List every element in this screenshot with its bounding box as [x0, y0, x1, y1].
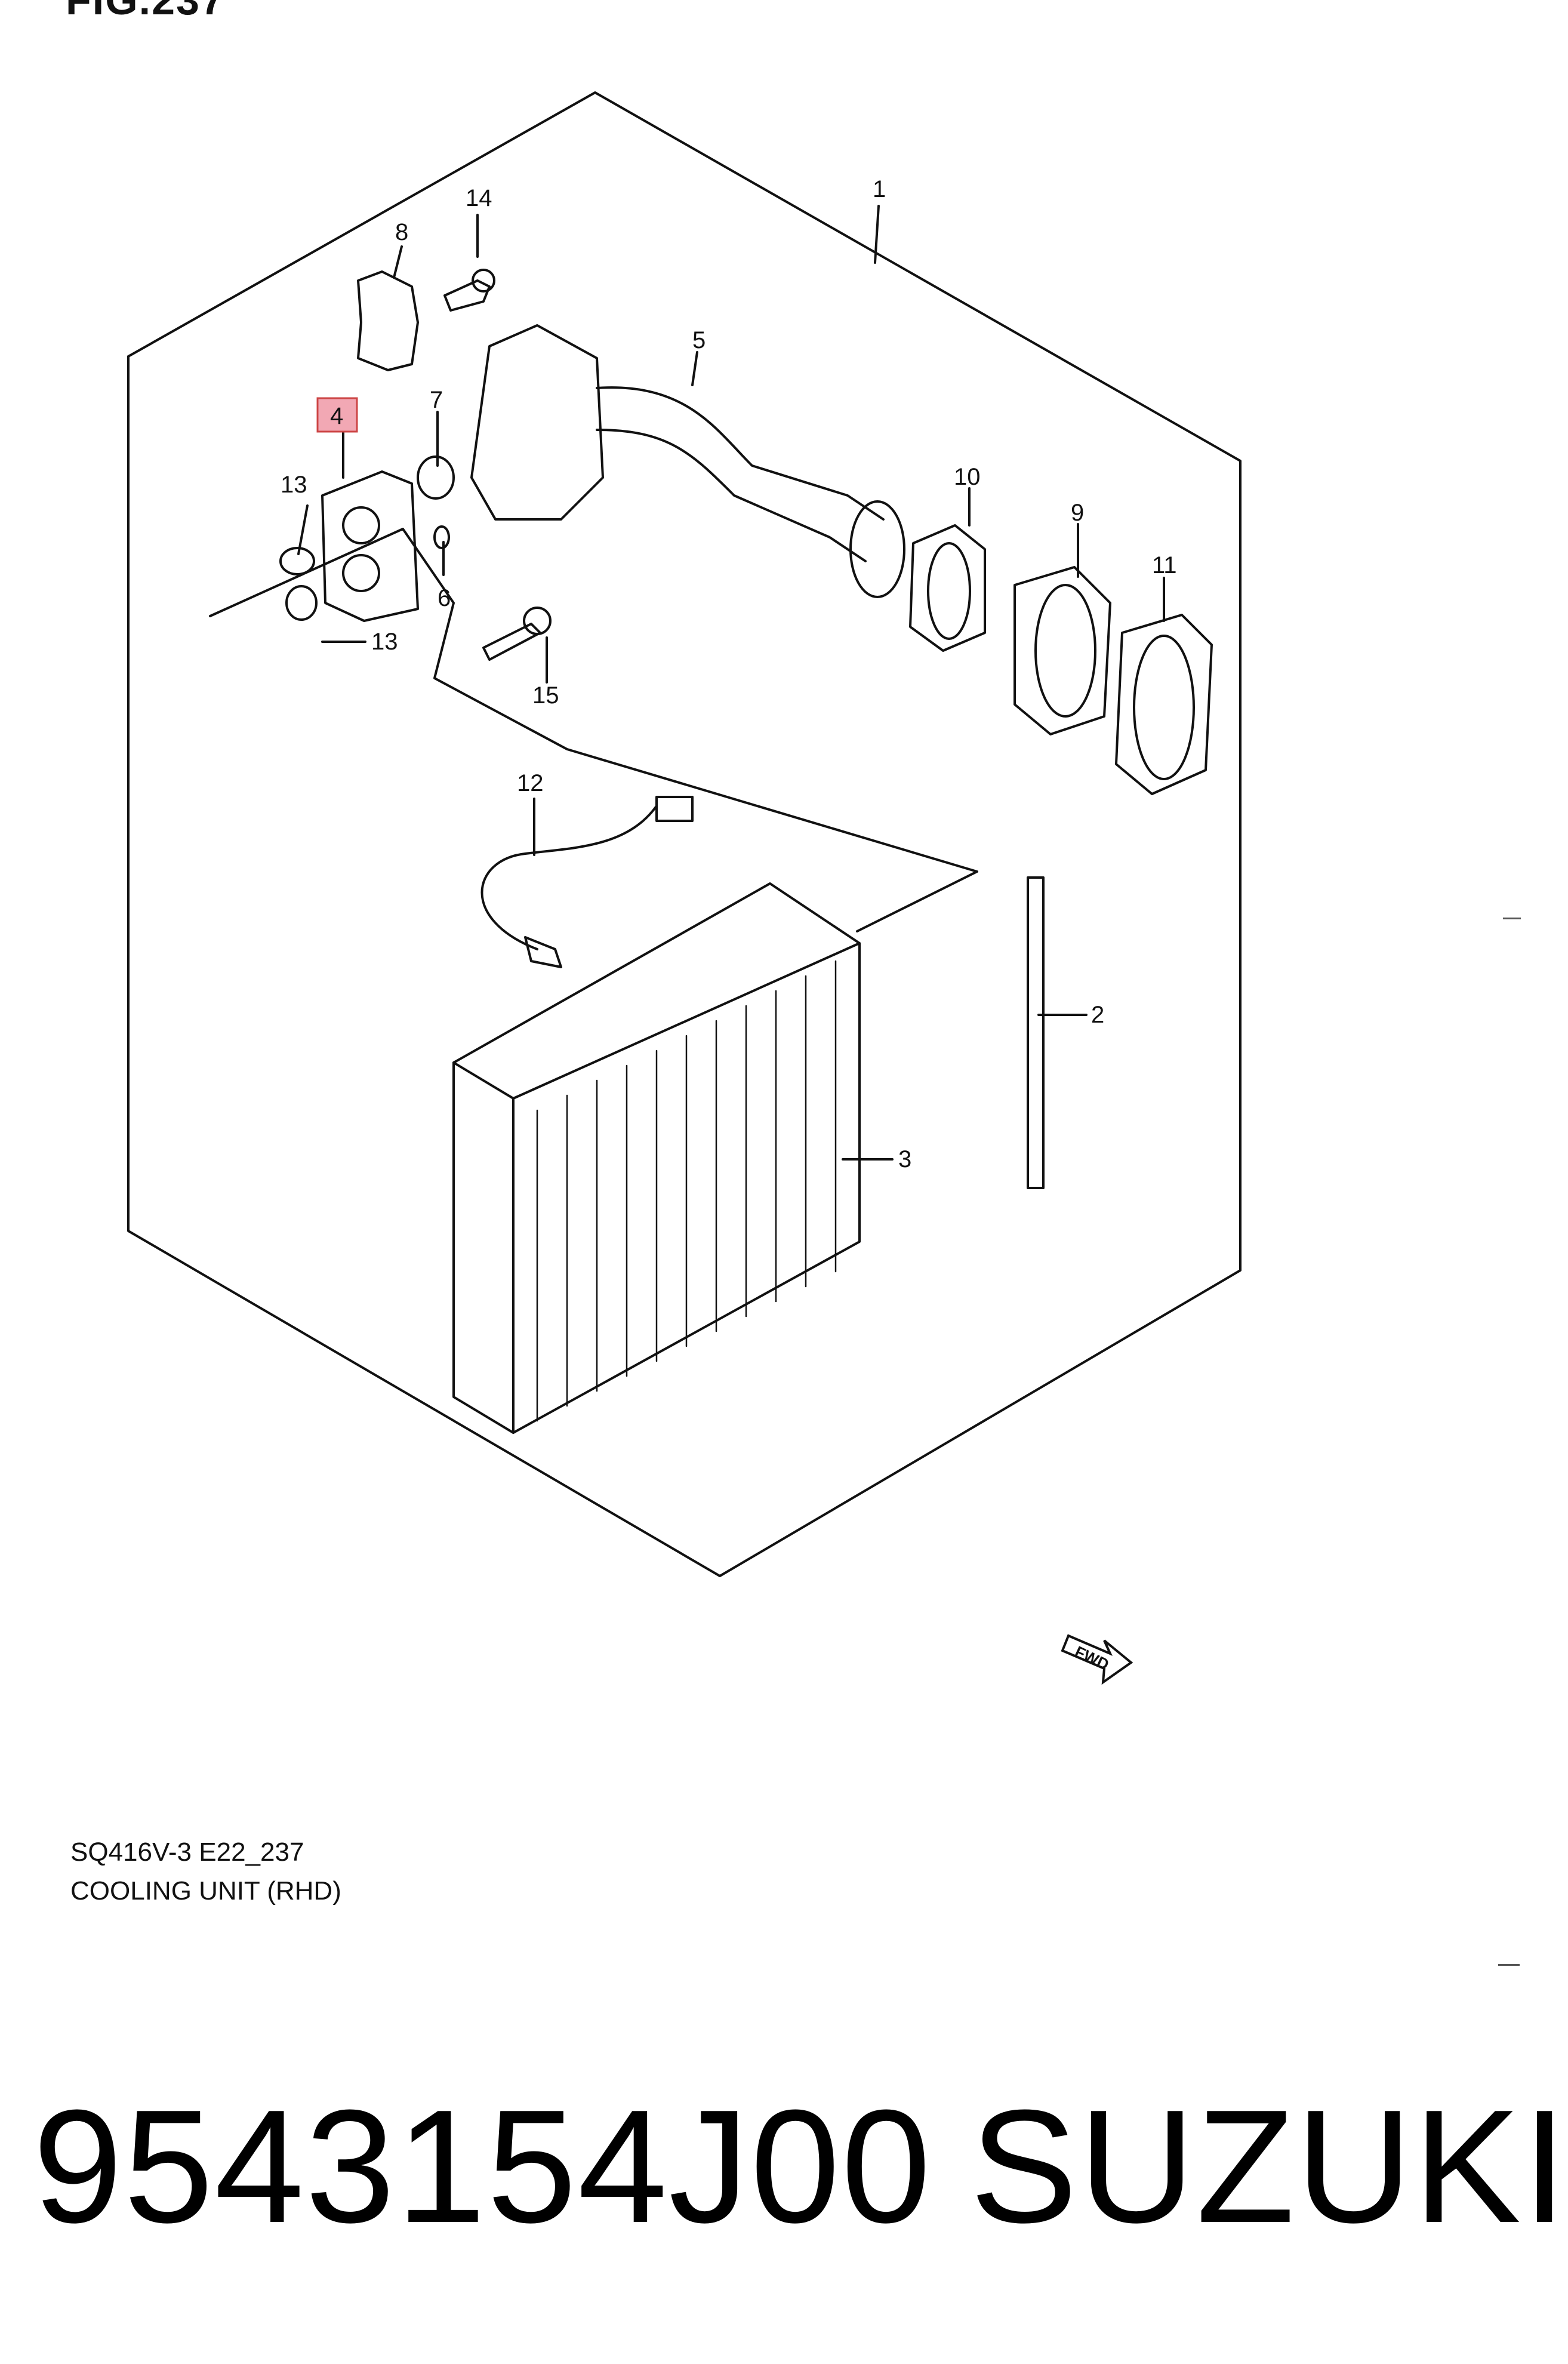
figure-header: FIG.237 [66, 0, 225, 23]
part-4-expansion-valve [321, 470, 419, 622]
diagram-title: COOLING UNIT (RHD) [70, 1876, 341, 1906]
callout-4: 4 [330, 403, 343, 429]
callout-15: 15 [532, 682, 559, 709]
callout-8: 8 [395, 219, 408, 245]
callout-11: 11 [1152, 552, 1177, 578]
callout-7: 7 [430, 387, 443, 413]
product-label-area [0, 1964, 1522, 2364]
diagram-sheet: FIG.237 [66, 0, 1521, 1906]
part-8-clamp [357, 270, 419, 371]
part-13-o-ring-upper [279, 547, 315, 575]
callout-1: 1 [873, 176, 886, 202]
part-5-pipe-block [470, 324, 604, 521]
callout-9: 9 [1071, 500, 1084, 526]
part-7-o-ring [417, 455, 455, 500]
callout-10: 10 [954, 464, 981, 490]
diagram-model-code: SQ416V-3 E22_237 [70, 1837, 304, 1867]
fwd-arrow-icon: FWD [1061, 1634, 1133, 1685]
brand-name: SUZUKI [970, 2077, 1568, 2257]
callout-3: 3 [898, 1146, 911, 1172]
part-12-thermistor [480, 805, 658, 950]
callout-13-lower: 13 [371, 629, 398, 655]
part-3-evaporator [452, 882, 861, 1434]
highlight-box-part-4 [316, 397, 358, 433]
callout-6: 6 [438, 585, 451, 611]
part-15-bolt [482, 623, 541, 661]
edge-tick-bottom [1498, 1964, 1520, 1966]
edge-tick-right [1503, 918, 1521, 919]
assembly-outline [127, 91, 1242, 1577]
part-14-bolt [443, 279, 491, 312]
callout-14: 14 [466, 185, 492, 211]
part-number: 9543154J00 [33, 2077, 932, 2257]
callout-12: 12 [517, 770, 544, 796]
part-10-seal [909, 524, 986, 652]
callout-2: 2 [1091, 1002, 1104, 1028]
subassembly-outline [209, 528, 978, 932]
part-13-o-ring-lower [285, 585, 318, 621]
exploded-parts-diagram: 1 14 8 5 4 7 13 6 13 15 10 9 11 12 2 3 F… [127, 91, 1242, 1685]
part-9-grommet [1013, 566, 1111, 735]
part-6-o-ring [433, 525, 450, 549]
callout-5: 5 [692, 327, 706, 353]
part-11-grommet [1115, 614, 1213, 795]
part-2-strip [1027, 876, 1045, 1189]
callout-13-upper: 13 [281, 472, 307, 498]
